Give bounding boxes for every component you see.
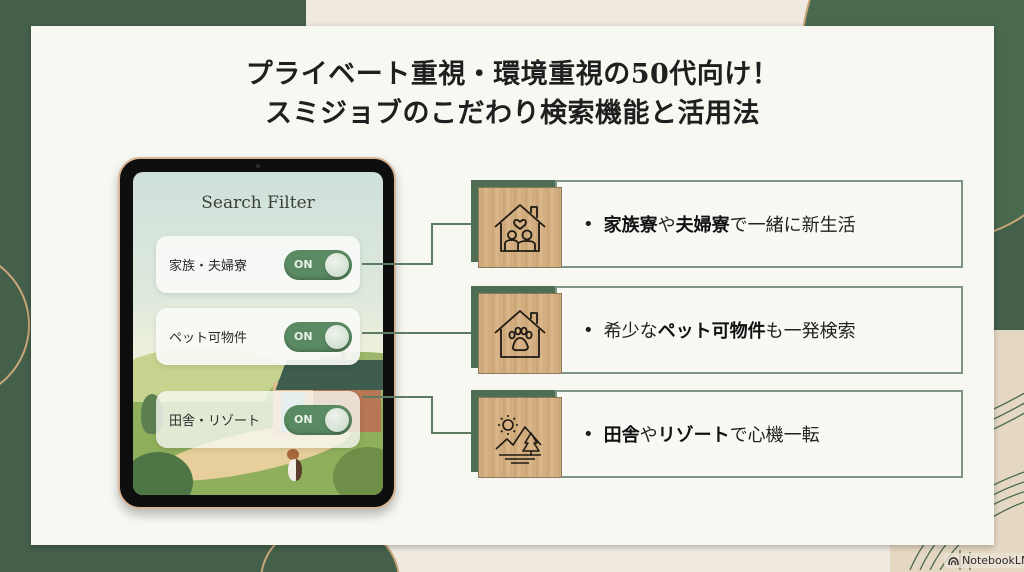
bullet: • [583,423,594,445]
family-dorm-toggle[interactable]: ON [284,249,352,280]
feature-text: 希少なペット可物件も一発検索 [603,321,856,342]
toggle-state: ON [294,412,313,426]
tablet-device: Search Filter 家族・夫婦寮 ON ペット可物件 ON 田舎・リゾー… [118,157,396,509]
pet-friendly-toggle[interactable]: ON [284,321,352,352]
feature-text-box: • 田舎やリゾートで心機一転 [555,390,963,478]
feature-row-pet: • 希少なペット可物件も一発検索 [471,286,963,374]
filter-row-family: 家族・夫婦寮 ON [156,236,360,293]
connector-line-1 [431,223,472,225]
camera-icon [256,164,260,168]
countryside-resort-toggle[interactable]: ON [284,404,352,435]
sun-mountain-tree-icon [495,414,542,464]
connector-line-1 [362,263,433,265]
filter-row-resort: 田舎・リゾート ON [156,391,360,448]
connector-line-3 [431,432,472,434]
connector-line-3 [431,396,433,434]
feature-icon-tile [478,397,562,478]
filter-label: ペット可物件 [169,331,248,346]
toggle-knob [325,252,349,277]
title-line-1: プライベート重視・環境重視の50代向け！ [245,59,780,90]
feature-text: 田舎やリゾートで心機一転 [603,425,820,446]
toggle-state: ON [294,257,313,271]
feature-text: 家族寮や夫婦寮で一緒に新生活 [603,215,856,236]
connector-line-2 [362,332,472,334]
search-filter-title: Search Filter [201,193,315,213]
filter-label: 田舎・リゾート [169,414,261,429]
feature-row-family: • 家族寮や夫婦寮で一緒に新生活 [471,180,963,268]
connector-line-1 [431,223,433,265]
slide-title: プライベート重視・環境重視の50代向け！ スミジョブのこだわり検索機能と活用法 [31,55,994,133]
filter-row-pet: ペット可物件 ON [156,308,360,365]
connector-line-3 [362,396,433,398]
feature-icon-tile [478,293,562,374]
feature-icon-tile [478,187,562,268]
toggle-knob [325,324,349,349]
bullet: • [583,213,594,235]
background-gold-arc [0,250,30,400]
notebooklm-watermark: NotebookLM [944,553,1024,568]
watermark-text: NotebookLM [962,554,1024,567]
toggle-knob [325,407,349,432]
title-line-2: スミジョブのこだわり検索機能と活用法 [265,98,760,129]
notebooklm-logo-icon [948,557,959,565]
dog-illustration [285,449,307,482]
feature-text-box: • 希少なペット可物件も一発検索 [555,286,963,374]
feature-text-box: • 家族寮や夫婦寮で一緒に新生活 [555,180,963,268]
bullet: • [583,319,594,341]
house-paw-icon [494,309,546,358]
house-family-icon [494,203,546,252]
tablet-screen: Search Filter 家族・夫婦寮 ON ペット可物件 ON 田舎・リゾー… [133,172,383,495]
filter-label: 家族・夫婦寮 [169,259,248,274]
toggle-state: ON [294,329,313,343]
feature-row-resort: • 田舎やリゾートで心機一転 [471,390,963,478]
